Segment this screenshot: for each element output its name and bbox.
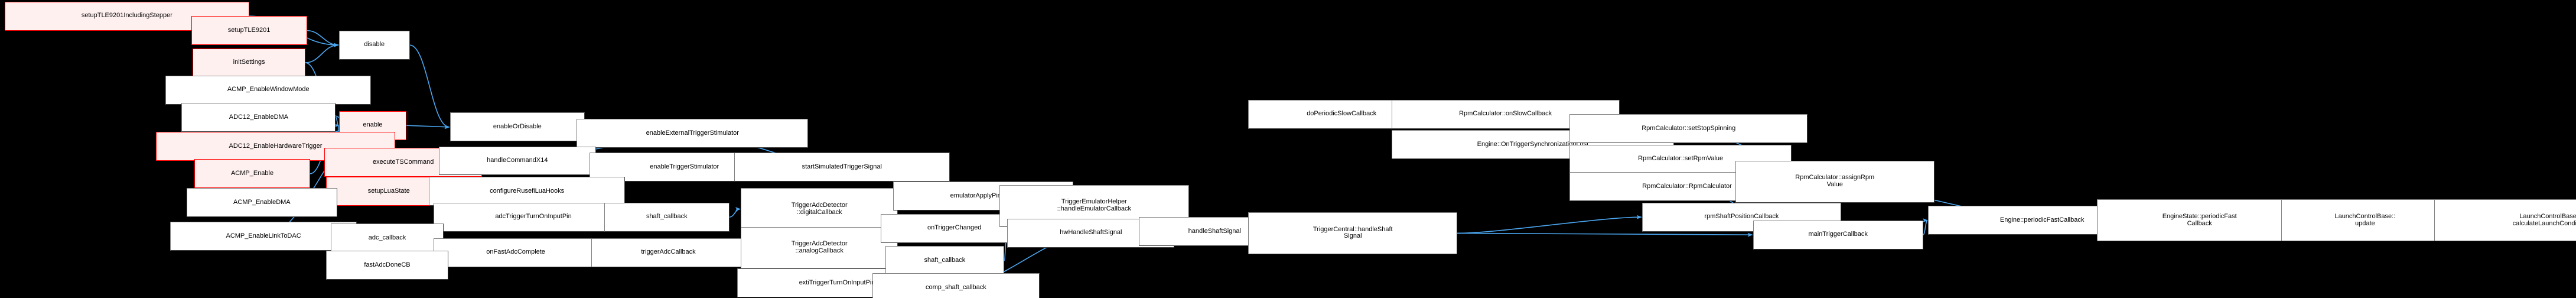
graph-node[interactable]: handleCommandX14 — [438, 146, 597, 176]
graph-node[interactable]: shaft_callback — [604, 202, 730, 232]
graph-node[interactable]: LaunchControlBase:: calculateLaunchCondi… — [2434, 199, 2576, 241]
graph-node[interactable]: startSimulatedTriggerSignal — [734, 153, 950, 182]
graph-edge — [305, 43, 339, 63]
graph-node[interactable]: fastAdcDoneCB — [326, 251, 448, 280]
graph-node[interactable]: onFastAdcComplete — [434, 238, 598, 267]
graph-node[interactable]: ACMP_EnableLinkToDAC — [170, 222, 357, 251]
graph-edge — [1457, 215, 1642, 234]
graph-node[interactable]: triggerAdcCallback — [591, 238, 746, 267]
graph-edge — [409, 44, 450, 129]
graph-node[interactable]: TriggerAdcDetector ::digitalCallback — [740, 188, 898, 230]
graph-edge — [1922, 218, 1928, 235]
graph-node[interactable]: TriggerAdcDetector ::analogCallback — [740, 226, 898, 269]
graph-node[interactable]: mainTriggerCallback — [1753, 220, 1923, 250]
graph-node[interactable]: ADC12_EnableDMA — [181, 103, 336, 132]
graph-node[interactable]: shaft_callback — [885, 246, 1004, 276]
graph-node[interactable]: adc_callback — [331, 224, 444, 253]
graph-node[interactable]: ACMP_Enable — [194, 159, 310, 189]
graph-node[interactable]: initSettings — [193, 48, 305, 77]
graph-node[interactable]: enableExternalTriggerStimulator — [577, 119, 809, 148]
graph-node[interactable]: ACMP_EnableWindowMode — [165, 75, 372, 105]
graph-node[interactable]: LaunchControlBase:: update — [2281, 199, 2449, 241]
graph-node[interactable]: EngineState::periodicFast Callback — [2096, 199, 2303, 241]
graph-node[interactable]: configureRusefiLuaHooks — [429, 177, 626, 206]
graph-edge — [1457, 232, 1753, 237]
graph-node[interactable]: ACMP_EnableDMA — [186, 188, 338, 218]
graph-node[interactable]: RpmCalculator::setStopSpinning — [1569, 114, 1808, 144]
graph-node[interactable]: comp_shaft_callback — [872, 273, 1040, 298]
graph-node[interactable]: setupTLE9201 — [191, 16, 307, 46]
graph-edge — [406, 125, 450, 129]
graph-node[interactable]: TriggerCentral::handleShaft Signal — [1248, 212, 1458, 254]
graph-edge — [729, 207, 741, 218]
graph-node[interactable]: adcTriggerTurnOnInputPin — [434, 202, 633, 232]
graph-node[interactable]: disable — [338, 30, 410, 60]
graph-node[interactable]: enableOrDisable — [450, 112, 585, 142]
graph-edge — [333, 116, 339, 128]
graph-edge — [307, 30, 339, 47]
graph-node[interactable]: RpmCalculator::assignRpm Value — [1735, 161, 1935, 203]
